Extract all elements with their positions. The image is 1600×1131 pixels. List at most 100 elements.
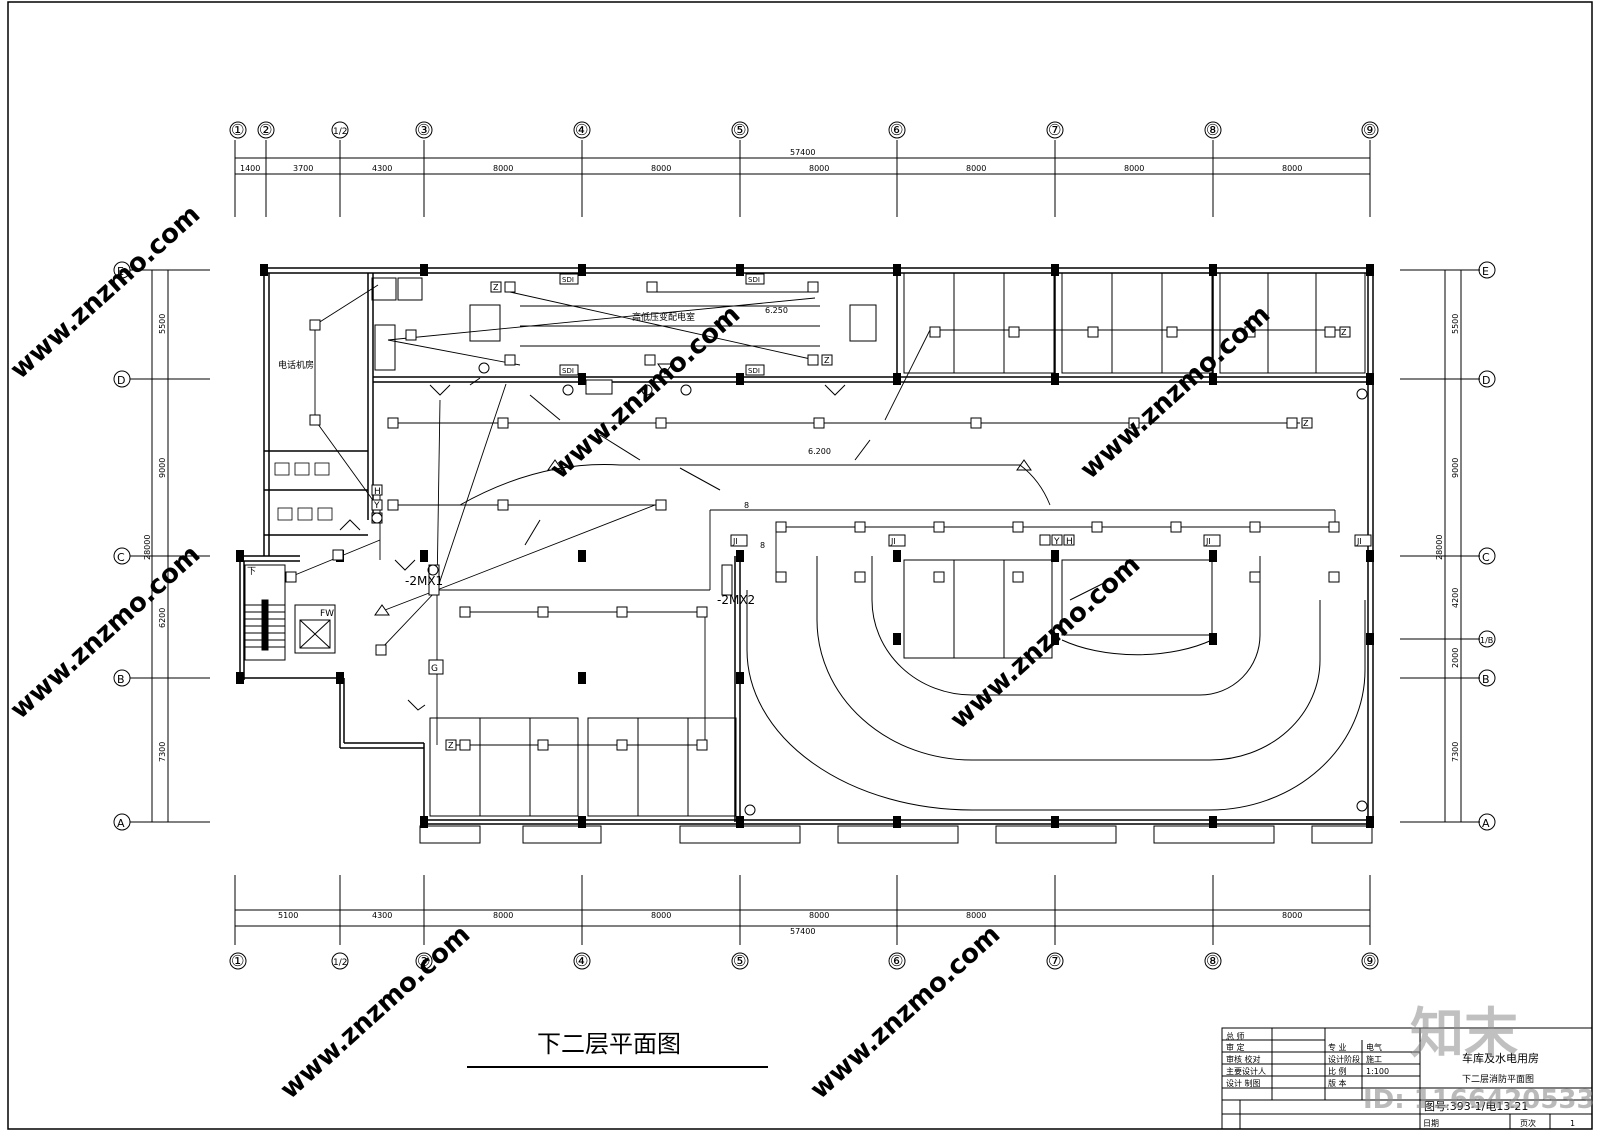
top-axis-bubbles xyxy=(229,121,1379,139)
axis-1-2-top: 1/2 xyxy=(333,127,347,137)
parking-bays xyxy=(429,272,1366,817)
bottom-dim: 8000 xyxy=(493,911,513,920)
title-block-texts: 总 师 审 定 审核 校对 主要设计人 设计 制图 专 业 设计阶段 比 例 版… xyxy=(1226,1031,1575,1128)
axis-3-top: ③ xyxy=(417,121,430,139)
tb-mid-label: 专 业 xyxy=(1328,1042,1347,1052)
watermark-url: www.znzmo.com xyxy=(5,539,207,725)
tb-row-label: 主要设计人 xyxy=(1226,1066,1266,1076)
axis-c-left: C xyxy=(117,551,125,564)
left-dim: 6200 xyxy=(158,608,167,628)
left-dim: 7300 xyxy=(158,742,167,762)
ji-label: JI xyxy=(1205,537,1211,546)
axis-b-left: B xyxy=(117,673,125,686)
elevator-fw-label: FW xyxy=(320,609,334,619)
top-dimension-chain xyxy=(234,140,1371,217)
axis-e-right: E xyxy=(1482,265,1489,278)
tb-rev-value: 1 xyxy=(1570,1119,1575,1128)
watermark-url: www.znzmo.com xyxy=(5,199,207,385)
ji-label: JI xyxy=(890,537,896,546)
top-total-dim: 57400 xyxy=(790,148,815,157)
axis-5-bottom: ⑤ xyxy=(733,952,746,970)
h-label: H xyxy=(1066,537,1073,547)
bottom-dim: 4300 xyxy=(372,911,392,920)
axis-9-top: ⑨ xyxy=(1363,121,1376,139)
axis-d-right: D xyxy=(1482,374,1490,387)
watermark-url: www.znzmo.com xyxy=(545,299,747,485)
substation-equipment xyxy=(371,277,877,371)
device-symbols xyxy=(285,281,1351,751)
elevation-label-1: 6.250 xyxy=(765,306,788,315)
tb-mid-value: 1:100 xyxy=(1366,1067,1389,1076)
h-label: H xyxy=(374,487,381,497)
bottom-dim: 8000 xyxy=(1282,911,1302,920)
tb-rev-label: 页次 xyxy=(1520,1118,1536,1128)
building-walls xyxy=(239,267,1374,825)
axis-a-left: A xyxy=(117,817,125,830)
bottom-axis-bubbles xyxy=(229,952,1379,970)
y-label: Y xyxy=(373,501,380,511)
ji-label: JI xyxy=(1356,537,1362,546)
axis-6-top: ⑥ xyxy=(890,121,903,139)
footing-strip xyxy=(419,825,1373,844)
top-dimension-texts: 57400 1400 3700 4300 8000 8000 8000 8000… xyxy=(240,148,1302,173)
panel-label-2: -2MX2 xyxy=(717,593,755,607)
axis-9-bottom: ⑨ xyxy=(1363,952,1376,970)
watermark-id: ID: 1166420533 xyxy=(1363,1085,1595,1115)
z-label: Z xyxy=(1341,328,1347,337)
bottom-total-dim: 57400 xyxy=(790,927,815,936)
elevation-label-2: 6.200 xyxy=(808,447,831,456)
tb-mid-label: 版 本 xyxy=(1328,1078,1347,1088)
tb-row-label: 设计 制图 xyxy=(1226,1078,1261,1088)
bottom-dim: 8000 xyxy=(651,911,671,920)
right-dim: 2000 xyxy=(1451,648,1460,668)
left-dimension-chain xyxy=(130,269,210,823)
axis-e-left: E xyxy=(117,265,124,278)
top-dim: 3700 xyxy=(293,164,313,173)
axis-7-bottom: ⑦ xyxy=(1048,952,1061,970)
watermarks: www.znzmo.com www.znzmo.com www.znzmo.co… xyxy=(5,199,1595,1115)
left-total-dim: 28000 xyxy=(143,535,152,560)
z-label: Z xyxy=(824,356,830,365)
axis-8-bottom: ⑧ xyxy=(1206,952,1219,970)
tb-row-label: 总 师 xyxy=(1226,1031,1245,1041)
tb-mid-value: 电气 xyxy=(1366,1042,1382,1052)
right-dimension-chain xyxy=(1400,269,1480,823)
wire-count-label: 8 xyxy=(744,501,749,510)
right-dim: 7300 xyxy=(1451,742,1460,762)
stair-down-label: 下 xyxy=(247,567,256,577)
panel-label-1: -2MX1 xyxy=(405,574,443,588)
ramp-curves xyxy=(746,556,1366,811)
bottom-dimension-texts: 5100 4300 8000 8000 8000 8000 8000 57400 xyxy=(278,911,1302,936)
dashed-guide-lines xyxy=(524,394,1111,601)
marker-labels: SDI SDI SDI SDI JI JI JI JI G Y H Y H Z … xyxy=(373,276,1362,750)
axis-2-top: ② xyxy=(259,121,272,139)
title-block xyxy=(1221,1027,1593,1130)
drawing-title: 下二层平面图 xyxy=(537,1030,681,1058)
tb-mid-label: 比 例 xyxy=(1328,1066,1347,1076)
tb-drawing-no: 图号:393-1/电13-21 xyxy=(1424,1100,1528,1113)
side-axis-bubbles xyxy=(113,261,1496,831)
elevator xyxy=(294,604,336,654)
wire-count-label: 8 xyxy=(760,541,765,550)
axis-4-top: ④ xyxy=(575,121,588,139)
top-dim: 1400 xyxy=(240,164,260,173)
axis-6-bottom: ⑥ xyxy=(890,952,903,970)
top-dim: 8000 xyxy=(1282,164,1302,173)
tb-row-label: 审 定 xyxy=(1226,1042,1245,1052)
axis-d-left: D xyxy=(117,374,125,387)
z-label: Z xyxy=(448,741,454,750)
tb-row-label: 审核 校对 xyxy=(1226,1054,1261,1064)
bottom-dimension-chain xyxy=(234,875,1371,945)
top-dim: 4300 xyxy=(372,164,392,173)
speaker-symbols xyxy=(374,363,1032,616)
door-swings xyxy=(339,377,846,711)
axis-8-top: ⑧ xyxy=(1206,121,1219,139)
right-dim: 4200 xyxy=(1451,588,1460,608)
left-dim: 5500 xyxy=(158,314,167,334)
axis-3-bottom: ③ xyxy=(417,952,430,970)
detector-circles xyxy=(371,362,1368,816)
y-label: Y xyxy=(1053,537,1060,547)
top-dim: 8000 xyxy=(493,164,513,173)
stair xyxy=(244,564,286,661)
